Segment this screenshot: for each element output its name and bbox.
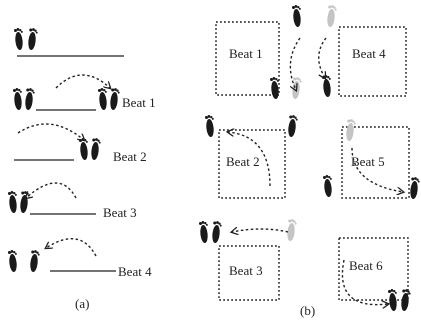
step-arrow-b-beat-1 bbox=[289, 37, 301, 90]
beat-label-a-1: Beat 1 bbox=[122, 95, 156, 110]
beat-label-b-6: Beat 6 bbox=[349, 258, 383, 273]
step-arrow-beat-3 bbox=[26, 182, 77, 198]
step-arrow-beat-4 bbox=[46, 238, 97, 257]
step-arrow-beat-2 bbox=[17, 123, 84, 140]
panel-label-b: (b) bbox=[300, 303, 316, 318]
panel-b bbox=[198, 4, 421, 312]
feet-beat-3 bbox=[7, 190, 31, 214]
beat-label-a-4: Beat 4 bbox=[118, 264, 152, 279]
feet-start bbox=[13, 27, 39, 51]
beat-label-a-2: Beat 2 bbox=[113, 149, 147, 164]
square-beat-6 bbox=[338, 237, 409, 301]
feet-beat-1-left bbox=[12, 87, 36, 111]
feet-beat-2 bbox=[78, 137, 102, 161]
step-arrow-b-beat-3 bbox=[232, 229, 289, 232]
feet-beat-1-right bbox=[97, 87, 121, 111]
square-beat-5 bbox=[341, 126, 410, 199]
square-beat-3 bbox=[218, 245, 280, 301]
feet-b-top-center bbox=[269, 4, 338, 100]
beat-label-b-3: Beat 3 bbox=[229, 263, 263, 278]
step-arrow-beat-1 bbox=[55, 74, 110, 88]
step-arrow-b-beat-4 bbox=[318, 37, 327, 78]
beat-label-a-3: Beat 3 bbox=[103, 205, 137, 220]
beat-label-b-5: Beat 5 bbox=[351, 154, 385, 169]
step-arrow-b-beat-5 bbox=[351, 147, 403, 192]
beat-label-b-2: Beat 2 bbox=[226, 154, 260, 169]
square-beat-4 bbox=[338, 26, 407, 97]
feet-beat-4 bbox=[7, 249, 41, 273]
panel-a bbox=[7, 27, 124, 273]
beat-label-b-4: Beat 4 bbox=[352, 46, 386, 61]
beat-label-b-1: Beat 1 bbox=[229, 46, 263, 61]
square-beat-2 bbox=[218, 129, 286, 199]
panel-label-a: (a) bbox=[75, 296, 90, 311]
step-arrow-b-beat-2 bbox=[228, 132, 271, 187]
